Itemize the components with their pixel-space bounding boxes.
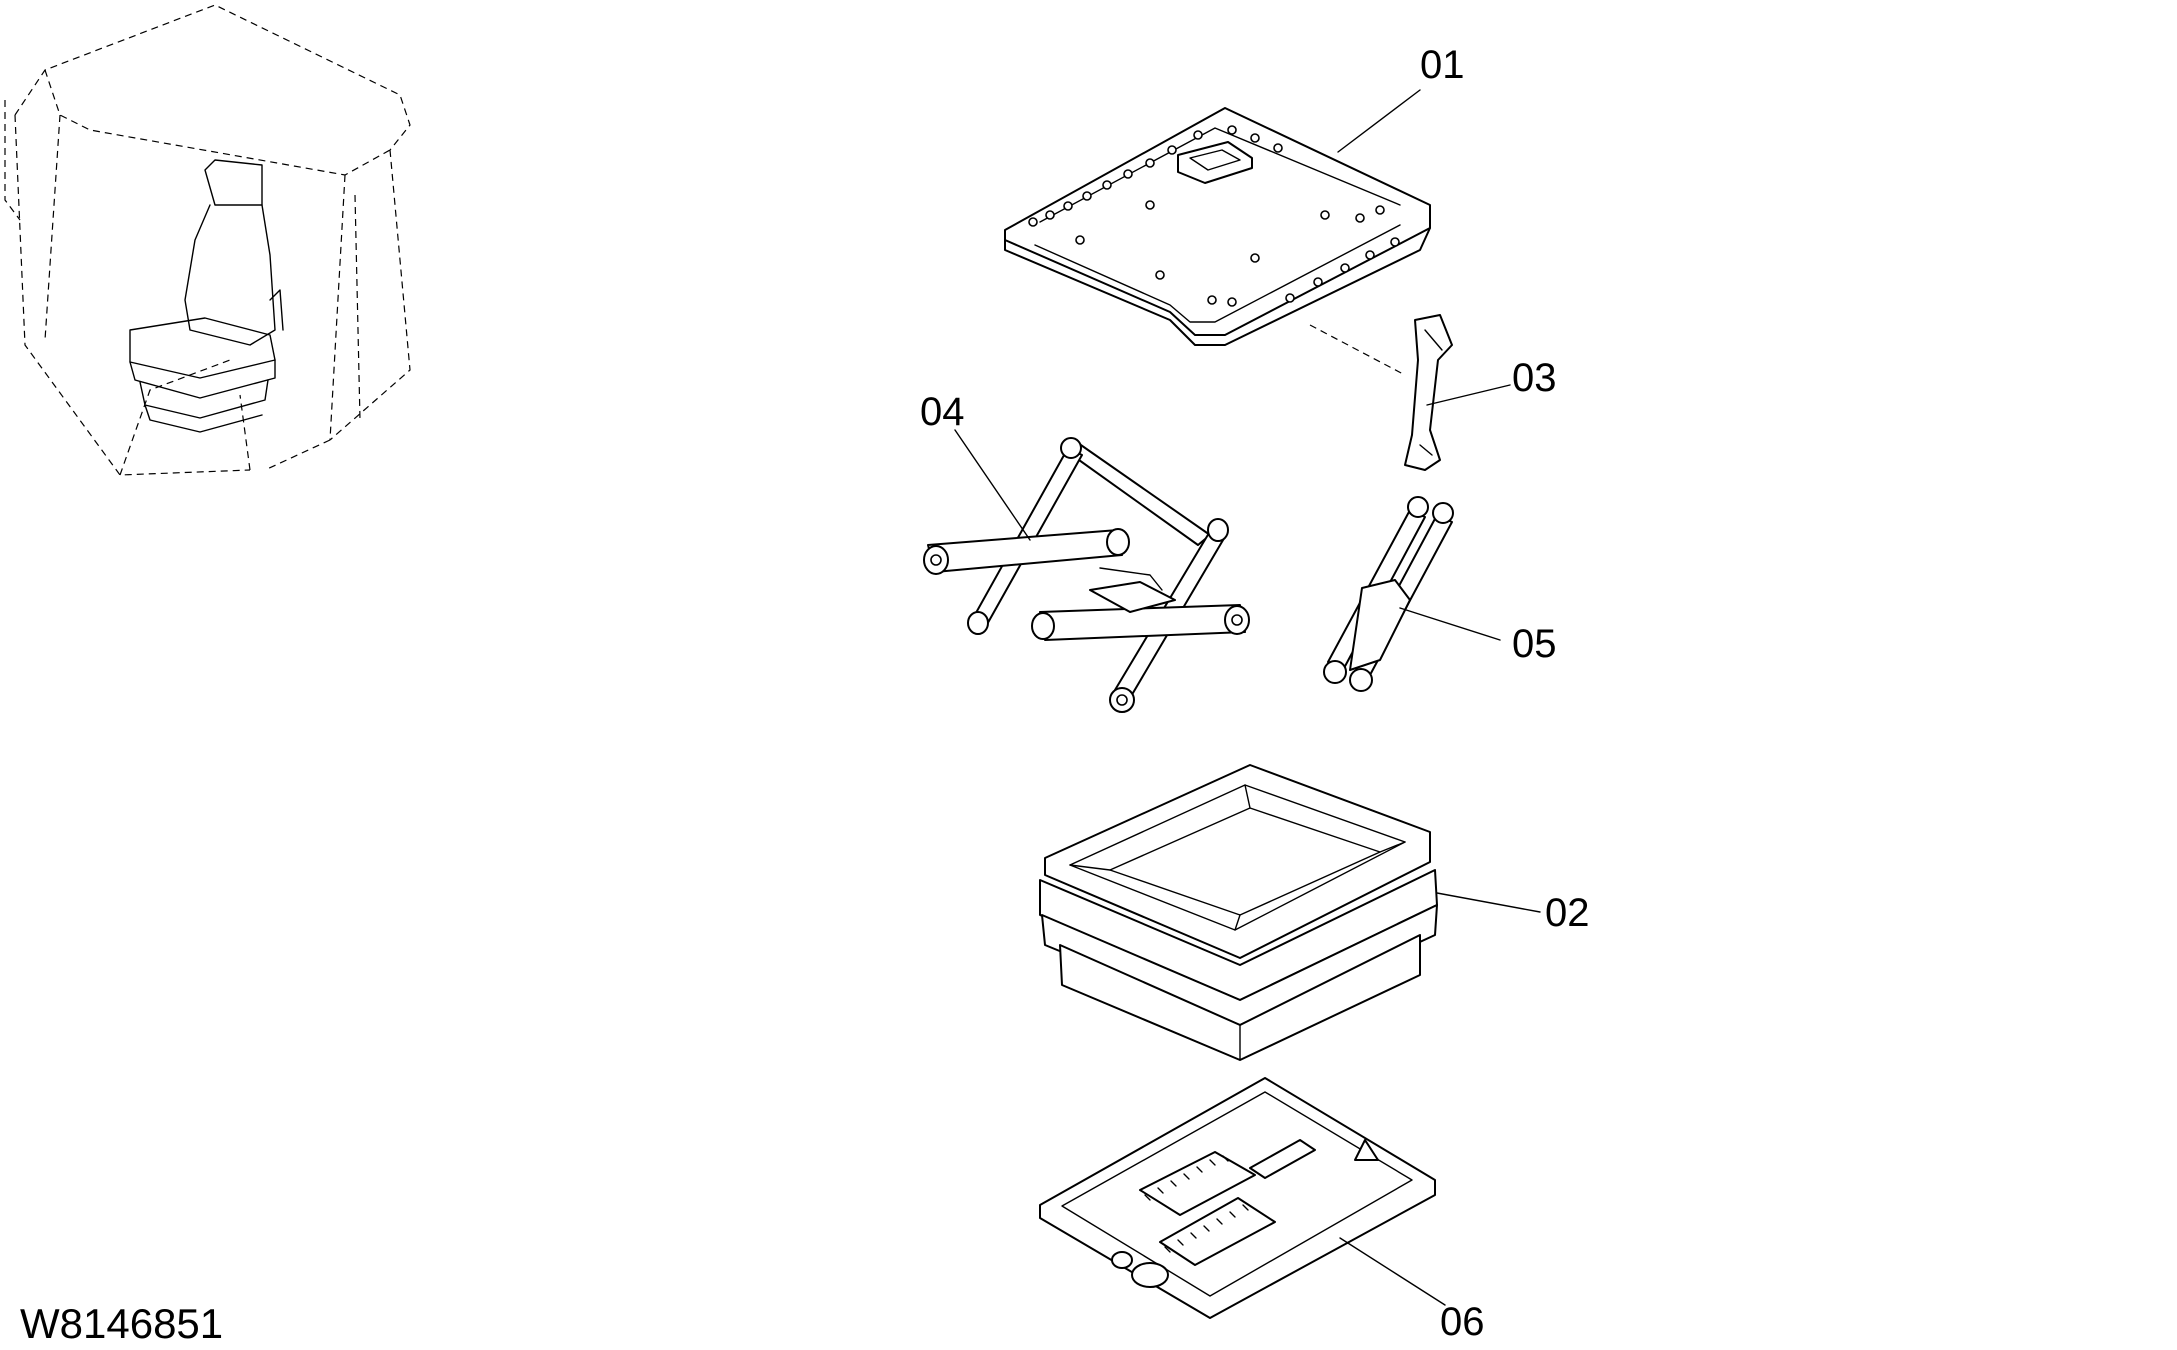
part-01-top-plate [1004,107,1431,346]
callout-02: 02 [1545,891,1590,935]
callout-05: 05 [1512,622,1557,666]
leader-lines [954,89,1541,1306]
callout-04: 04 [920,390,965,434]
callout-03: 03 [1512,356,1557,400]
callout-01: 01 [1420,43,1465,87]
part-03-strap [1404,314,1453,471]
cab-overview-inset [4,4,411,476]
drawing-code: W8146851 [20,1300,223,1347]
part-04-scissor-frame [923,437,1250,713]
leader-04 [954,429,1031,541]
callout-06: 06 [1440,1300,1485,1344]
leader-06 [1339,1237,1446,1306]
leader-02 [1436,892,1541,913]
leader-05 [1399,607,1501,641]
assembly-dash-line [1309,324,1406,376]
part-06-base-plate [1039,1077,1436,1319]
part-05-shock-absorbers [1323,496,1454,692]
part-02-bellows [1039,764,1438,1061]
leader-01 [1337,89,1421,153]
leader-03 [1426,384,1511,406]
